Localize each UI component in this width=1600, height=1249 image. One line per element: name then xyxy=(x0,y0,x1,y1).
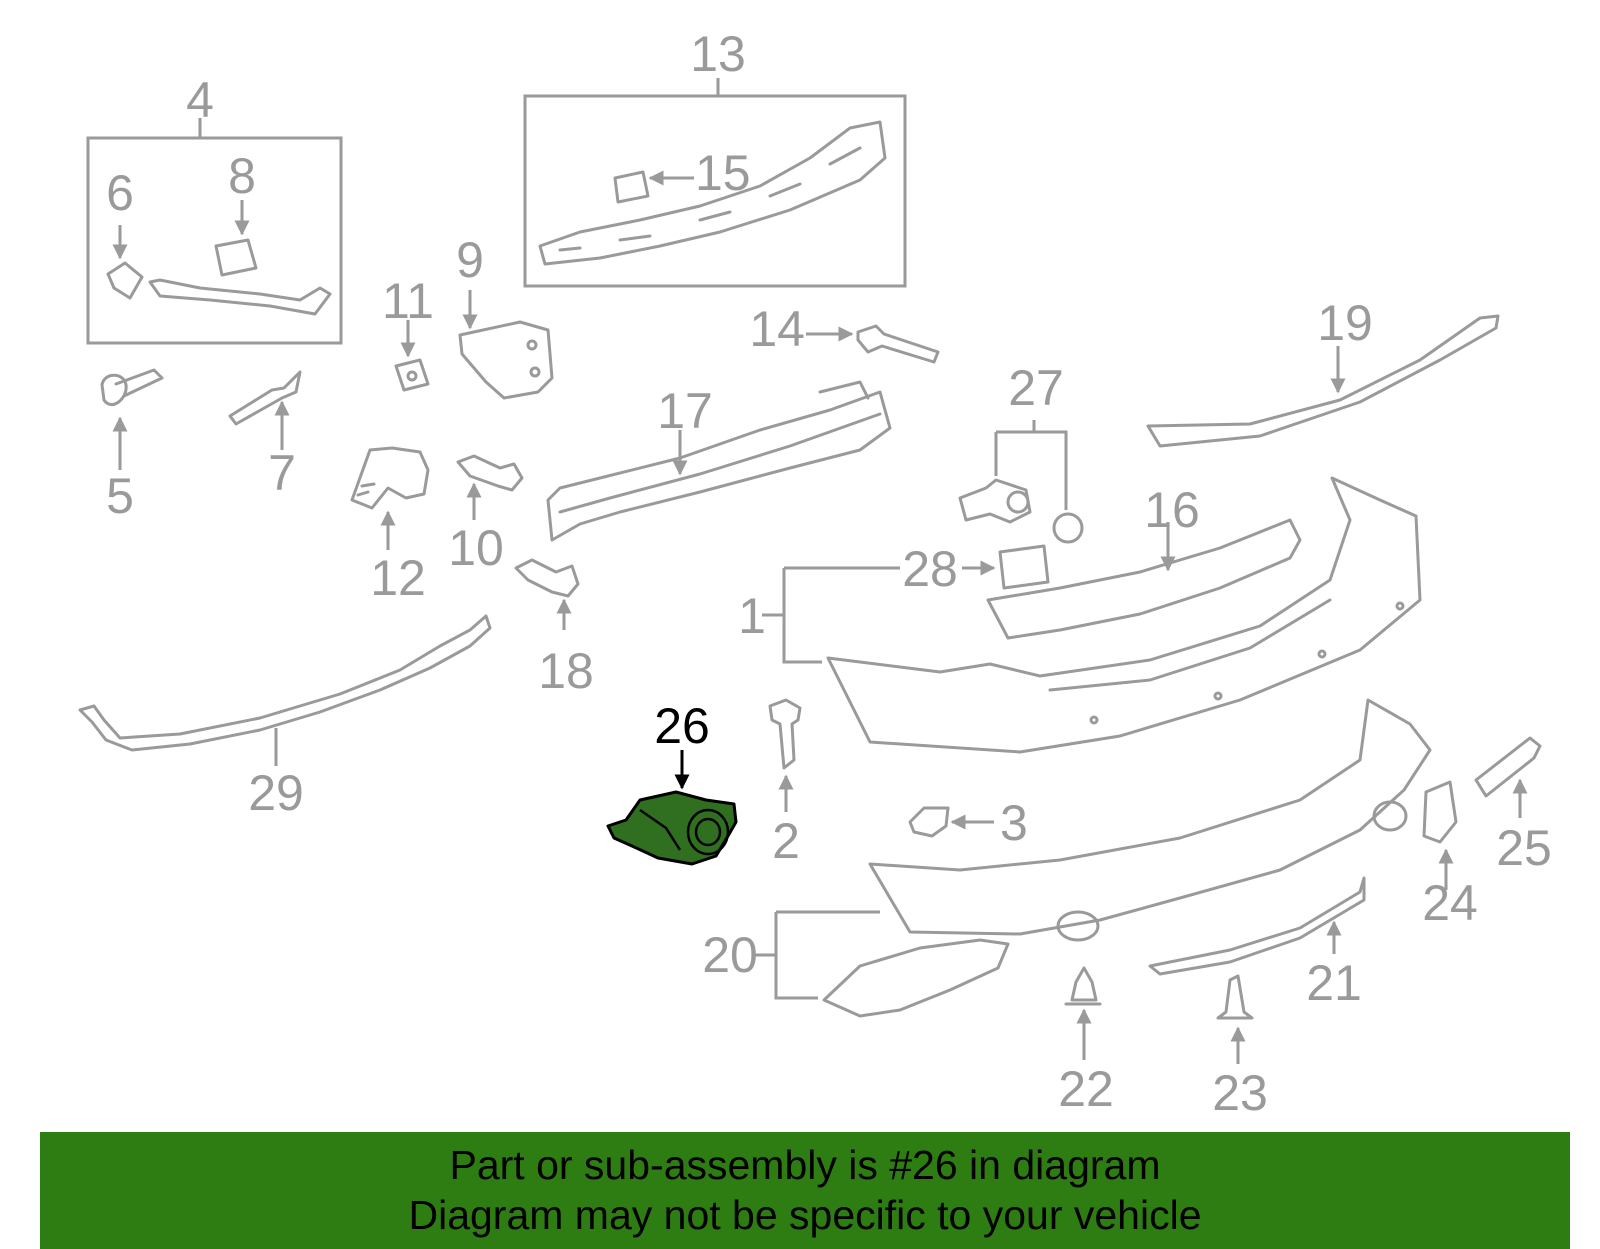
part-20-lower-fascia: 20 xyxy=(702,698,1432,1018)
callout-2[interactable]: 2 xyxy=(772,813,800,869)
callout-17[interactable]: 17 xyxy=(657,383,713,439)
callout-27[interactable]: 27 xyxy=(1008,360,1064,416)
part-26-highlighted[interactable]: 26 xyxy=(606,698,738,866)
callout-24[interactable]: 24 xyxy=(1422,875,1478,931)
callout-13[interactable]: 13 xyxy=(690,26,746,82)
callout-6[interactable]: 6 xyxy=(106,165,134,221)
callout-8[interactable]: 8 xyxy=(228,148,256,204)
callout-21[interactable]: 21 xyxy=(1306,955,1362,1011)
callout-11[interactable]: 11 xyxy=(382,273,434,329)
callout-5[interactable]: 5 xyxy=(106,468,134,524)
part-9: 9 xyxy=(456,232,554,400)
part-23-screw: 23 xyxy=(1212,974,1268,1121)
part-12: 12 xyxy=(350,446,430,606)
part-6-clip xyxy=(106,261,144,300)
part-18: 18 xyxy=(514,558,594,699)
part-14: 14 xyxy=(749,301,940,364)
callout-15[interactable]: 15 xyxy=(695,145,751,201)
info-banner: Part or sub-assembly is #26 in diagram D… xyxy=(40,1132,1570,1249)
callout-4[interactable]: 4 xyxy=(186,72,214,128)
part-4-guide xyxy=(148,278,332,316)
callout-22[interactable]: 22 xyxy=(1058,1061,1114,1117)
part-29-harness: 29 xyxy=(78,614,492,821)
part-group-13: 13 15 xyxy=(523,26,907,288)
part-17-reinforcement: 17 xyxy=(546,380,892,542)
part-21-strip: 21 xyxy=(1148,876,1366,1011)
part-28-pad: 28 xyxy=(902,541,1050,597)
part-11: 11 xyxy=(382,273,434,392)
callout-7[interactable]: 7 xyxy=(268,445,296,501)
callout-25[interactable]: 25 xyxy=(1496,820,1552,876)
callout-18[interactable]: 18 xyxy=(538,643,594,699)
part-group-4: 4 6 8 xyxy=(86,72,343,345)
callout-1[interactable]: 1 xyxy=(738,588,766,644)
part-1-fascia: 1 xyxy=(738,476,1422,754)
part-2-bolt: 2 xyxy=(768,698,802,869)
part-7: 7 xyxy=(228,370,302,501)
callout-16[interactable]: 16 xyxy=(1144,482,1200,538)
banner-line-2: Diagram may not be specific to your vehi… xyxy=(408,1192,1202,1238)
part-16-bracket: 16 xyxy=(986,482,1302,640)
part-13-absorber xyxy=(538,120,887,266)
callout-23[interactable]: 23 xyxy=(1212,1065,1268,1121)
part-3-clip: 3 xyxy=(908,795,1028,851)
part-27-sensor: 27 xyxy=(958,360,1084,544)
part-22-pin: 22 xyxy=(1058,966,1114,1117)
part-15-pad xyxy=(613,170,650,204)
callout-12[interactable]: 12 xyxy=(370,550,426,606)
parts-diagram: 4 6 8 5 7 13 15 9 xyxy=(78,26,1552,1121)
callout-19[interactable]: 19 xyxy=(1317,295,1373,351)
callout-14[interactable]: 14 xyxy=(749,301,805,357)
part-24: 24 xyxy=(1422,780,1478,931)
part-19-strip: 19 xyxy=(1146,295,1500,448)
callout-3[interactable]: 3 xyxy=(1000,795,1028,851)
callout-28[interactable]: 28 xyxy=(902,541,958,597)
callout-26[interactable]: 26 xyxy=(654,698,710,754)
part-25: 25 xyxy=(1474,736,1552,876)
part-10: 10 xyxy=(448,454,524,576)
part-8-pad xyxy=(214,238,258,277)
callout-20[interactable]: 20 xyxy=(702,927,758,983)
callout-10[interactable]: 10 xyxy=(448,520,504,576)
part-5: 5 xyxy=(100,368,164,524)
callout-9[interactable]: 9 xyxy=(456,232,484,288)
banner-line-1: Part or sub-assembly is #26 in diagram xyxy=(449,1142,1161,1188)
callout-29[interactable]: 29 xyxy=(248,765,304,821)
